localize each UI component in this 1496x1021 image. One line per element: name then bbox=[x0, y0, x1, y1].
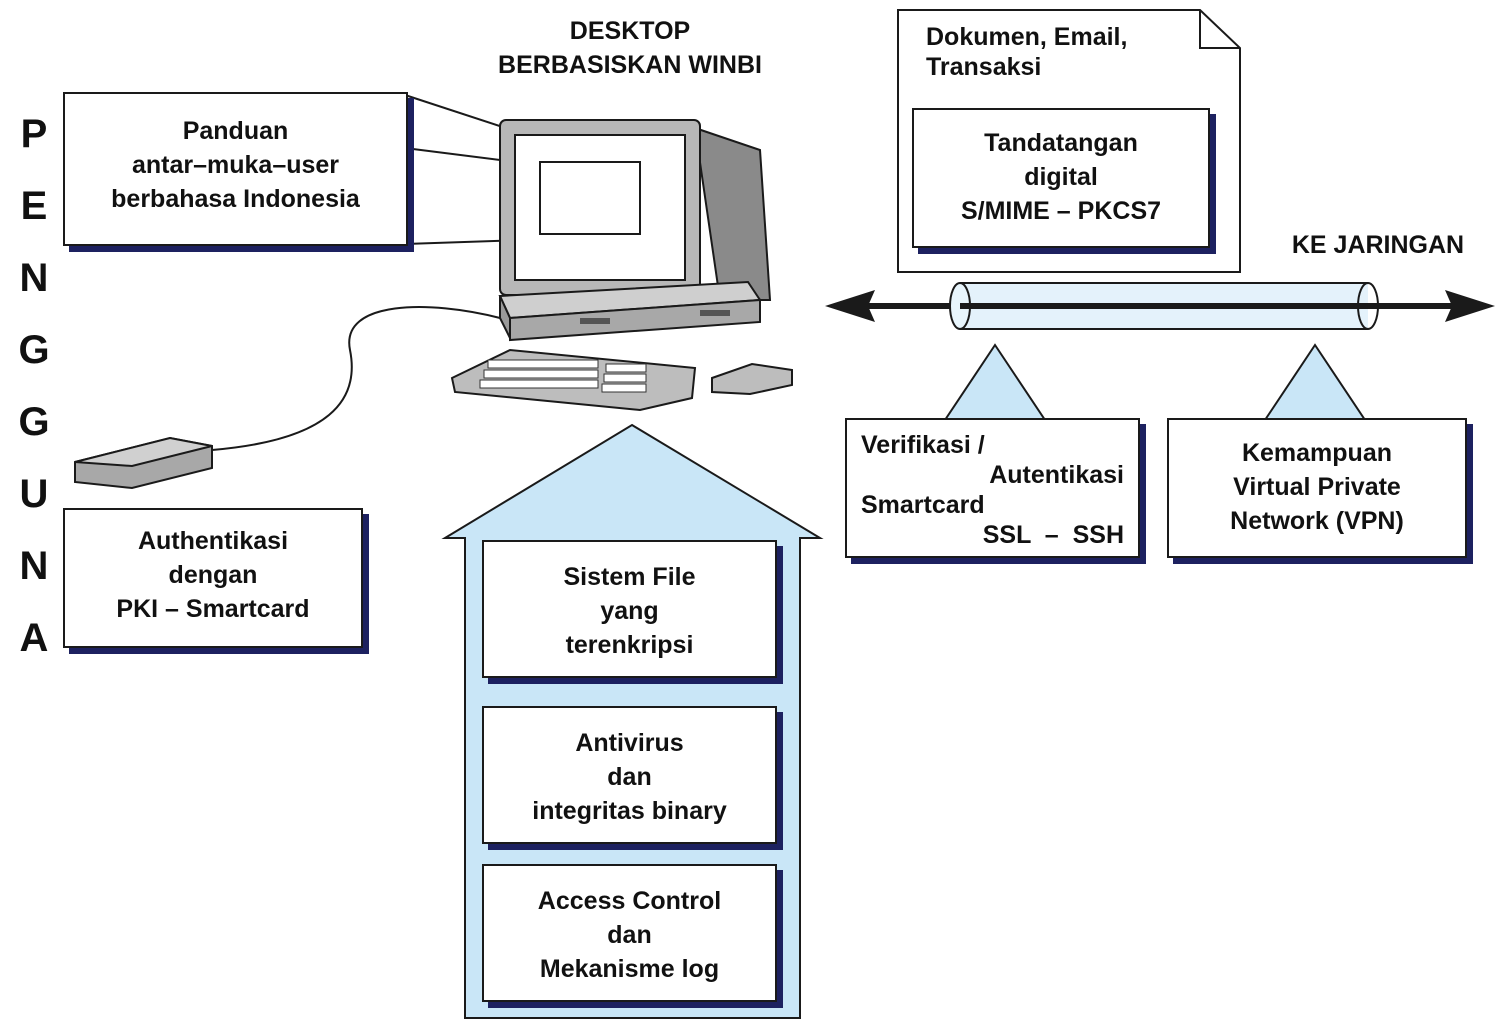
vpn-pointer bbox=[1263, 343, 1367, 421]
document-title-line: Dokumen, Email, bbox=[926, 23, 1128, 51]
smartcard-reader-icon bbox=[74, 436, 213, 490]
digital-signature-box: Tandatangan digital S/MIME – PKCS7 bbox=[912, 108, 1210, 248]
signature-line: digital bbox=[1024, 163, 1098, 191]
auth-pki-line: dengan bbox=[168, 561, 258, 589]
auth-pki-line: PKI – Smartcard bbox=[116, 595, 310, 623]
vpn-line: Kemampuan bbox=[1241, 439, 1393, 467]
ui-guide-box: Panduan antar–muka–user berbahasa Indone… bbox=[63, 92, 408, 246]
pengguna-label: P E N G G U N A bbox=[14, 98, 54, 674]
access-control-line: dan bbox=[607, 921, 652, 949]
pengguna-letter: N bbox=[19, 256, 49, 300]
encrypted-fs-box: Sistem File yang terenkripsi bbox=[482, 540, 777, 678]
access-control-box: Access Control dan Mekanisme log bbox=[482, 864, 777, 1002]
encrypted-fs-line: Sistem File bbox=[563, 563, 696, 591]
vpn-line: Virtual Private bbox=[1233, 473, 1401, 501]
system-unit-icon bbox=[498, 280, 762, 342]
signature-line: Tandatangan bbox=[984, 129, 1138, 157]
keyboard-icon bbox=[450, 348, 697, 412]
pengguna-letter: P bbox=[20, 112, 48, 156]
signature-line: S/MIME – PKCS7 bbox=[960, 197, 1162, 225]
document-title-line: Transaksi bbox=[926, 53, 1042, 81]
desktop-title: DESKTOP BERBASISKAN WINBI bbox=[460, 14, 800, 82]
verification-line: Autentikasi bbox=[989, 461, 1124, 489]
verification-line: Verifikasi / bbox=[861, 431, 985, 459]
desktop-title-line: BERBASISKAN WINBI bbox=[498, 51, 762, 79]
pengguna-letter: A bbox=[19, 616, 49, 660]
ui-guide-line: Panduan bbox=[182, 117, 289, 145]
antivirus-box: Antivirus dan integritas binary bbox=[482, 706, 777, 844]
antivirus-line: Antivirus bbox=[575, 729, 684, 757]
encrypted-fs-line: terenkripsi bbox=[565, 631, 694, 659]
vpn-box: Kemampuan Virtual Private Network (VPN) bbox=[1167, 418, 1467, 558]
auth-pki-line: Authentikasi bbox=[137, 527, 289, 555]
monitor-icon bbox=[499, 119, 772, 301]
verification-line: SSL – SSH bbox=[982, 521, 1124, 549]
pengguna-letter: G bbox=[18, 400, 50, 444]
reader-cable bbox=[211, 306, 501, 451]
encrypted-fs-line: yang bbox=[600, 597, 659, 625]
secure-tunnel bbox=[949, 282, 1379, 330]
pengguna-letter: E bbox=[20, 184, 48, 228]
ui-guide-line: antar–muka–user bbox=[131, 151, 340, 179]
access-control-line: Access Control bbox=[537, 887, 722, 915]
network-label: KE JARINGAN bbox=[1291, 231, 1465, 259]
pengguna-letter: U bbox=[19, 472, 49, 516]
vpn-line: Network (VPN) bbox=[1230, 507, 1404, 535]
auth-pki-box: Authentikasi dengan PKI – Smartcard bbox=[63, 508, 363, 648]
pengguna-letter: N bbox=[19, 544, 49, 588]
desktop-title-line: DESKTOP bbox=[569, 17, 691, 45]
verification-pointer bbox=[943, 343, 1047, 421]
antivirus-line: integritas binary bbox=[532, 797, 727, 825]
verification-line: Smartcard bbox=[861, 491, 985, 519]
pengguna-letter: G bbox=[18, 328, 50, 372]
document-title: Dokumen, Email, Transaksi bbox=[926, 22, 1196, 82]
access-control-line: Mekanisme log bbox=[539, 955, 720, 983]
antivirus-line: dan bbox=[607, 763, 652, 791]
ui-guide-line: berbahasa Indonesia bbox=[111, 185, 360, 213]
mouse-icon bbox=[711, 362, 793, 396]
verification-box: Verifikasi / Autentikasi Smartcard SSL –… bbox=[845, 418, 1140, 558]
